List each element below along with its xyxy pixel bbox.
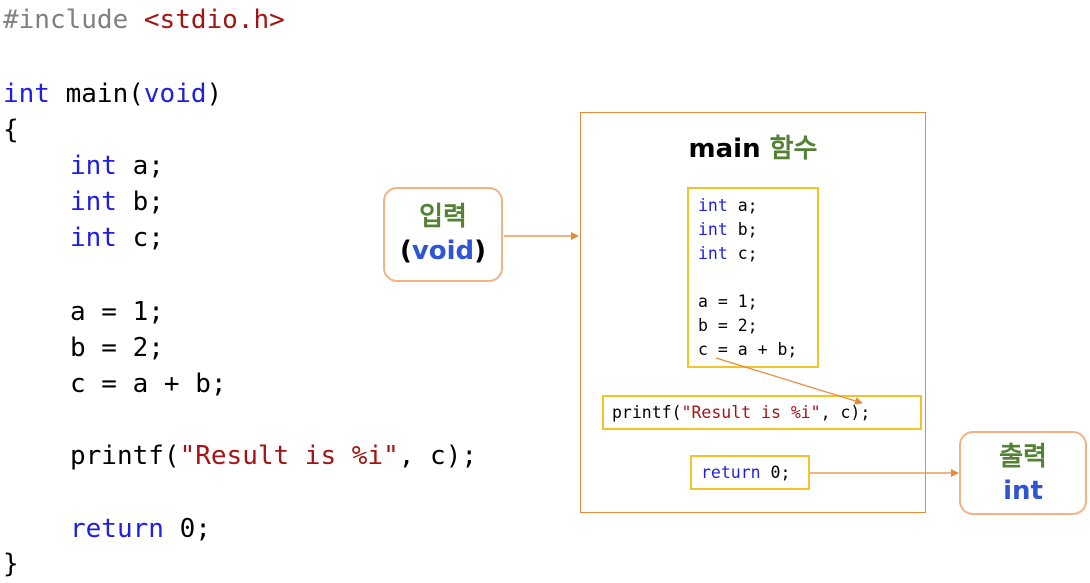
inner-printf: printf("Result is %i", c); [612, 401, 870, 425]
code-line-brace-open: { [3, 115, 19, 145]
inner-decl-b-type: int [698, 220, 728, 239]
inner-decl-c: int c; [698, 242, 758, 266]
inner-assign-a: a = 1; [698, 292, 758, 311]
decl-b-type: int [70, 187, 117, 217]
output-type: int [1003, 476, 1043, 506]
return-keyword: return [70, 514, 164, 544]
inner-assign-b: b = 2; [698, 316, 758, 335]
decl-a-var: a; [116, 151, 164, 181]
printf-rest: , c); [398, 441, 478, 471]
input-type: void [411, 236, 475, 266]
body-statements-box [687, 187, 819, 368]
code-line-assign-c: c = a + b; [70, 369, 227, 399]
inner-printf-string: "Result is %i" [681, 403, 821, 422]
main-param: void [143, 79, 207, 109]
code-line-decl-c: int c; [70, 220, 164, 256]
output-pill: 출력 int [959, 431, 1087, 515]
inner-decl-a-var: a; [727, 196, 758, 215]
input-paren-close: ) [474, 236, 487, 266]
main-function-title: main 함수 [580, 128, 926, 165]
main-title-word: main [688, 134, 761, 164]
main-name: main( [49, 79, 144, 109]
inner-printf-rest: , c); [820, 403, 871, 422]
inner-decl-b: int b; [698, 218, 758, 242]
inner-decl-a: int a; [698, 194, 758, 218]
main-paren-close: ) [206, 79, 223, 109]
inner-assign-c: c = a + b; [698, 340, 798, 359]
return-value: 0; [163, 514, 211, 544]
main-function-box [580, 112, 926, 513]
main-title-korean: 함수 [769, 134, 818, 164]
code-line-decl-a: int a; [70, 148, 164, 184]
decl-a-type: int [70, 151, 117, 181]
code-line-include: #include <stdio.h> [3, 2, 285, 38]
code-line-brace-close: } [3, 549, 19, 579]
inner-decl-a-type: int [698, 196, 728, 215]
code-line-printf: printf("Result is %i", c); [70, 438, 477, 474]
inner-return: return 0; [701, 461, 790, 485]
printf-string: "Result is %i" [179, 441, 399, 471]
inner-return-value: 0; [760, 463, 791, 482]
inner-printf-call: printf( [612, 403, 682, 422]
input-paren-open: ( [399, 236, 412, 266]
decl-b-var: b; [116, 187, 164, 217]
printf-call: printf( [70, 441, 180, 471]
inner-return-keyword: return [701, 463, 761, 482]
output-label: 출력 [999, 442, 1047, 472]
inner-decl-b-var: b; [727, 220, 758, 239]
inner-decl-c-type: int [698, 244, 728, 263]
code-line-assign-a: a = 1; [70, 297, 164, 327]
decl-c-var: c; [116, 223, 164, 253]
code-line-return: return 0; [70, 511, 211, 547]
code-line-main-signature: int main(void) [3, 76, 222, 112]
main-return-type: int [3, 79, 50, 109]
include-directive: #include [3, 5, 129, 35]
inner-decl-c-var: c; [727, 244, 758, 263]
code-line-decl-b: int b; [70, 184, 164, 220]
return-statement-box [690, 455, 810, 490]
input-label: 입력 [419, 202, 467, 232]
input-type-line: (void) [385, 234, 501, 268]
include-header: <stdio.h> [143, 5, 285, 35]
code-line-assign-b: b = 2; [70, 333, 164, 363]
decl-c-type: int [70, 223, 117, 253]
input-pill: 입력 (void) [383, 187, 503, 282]
